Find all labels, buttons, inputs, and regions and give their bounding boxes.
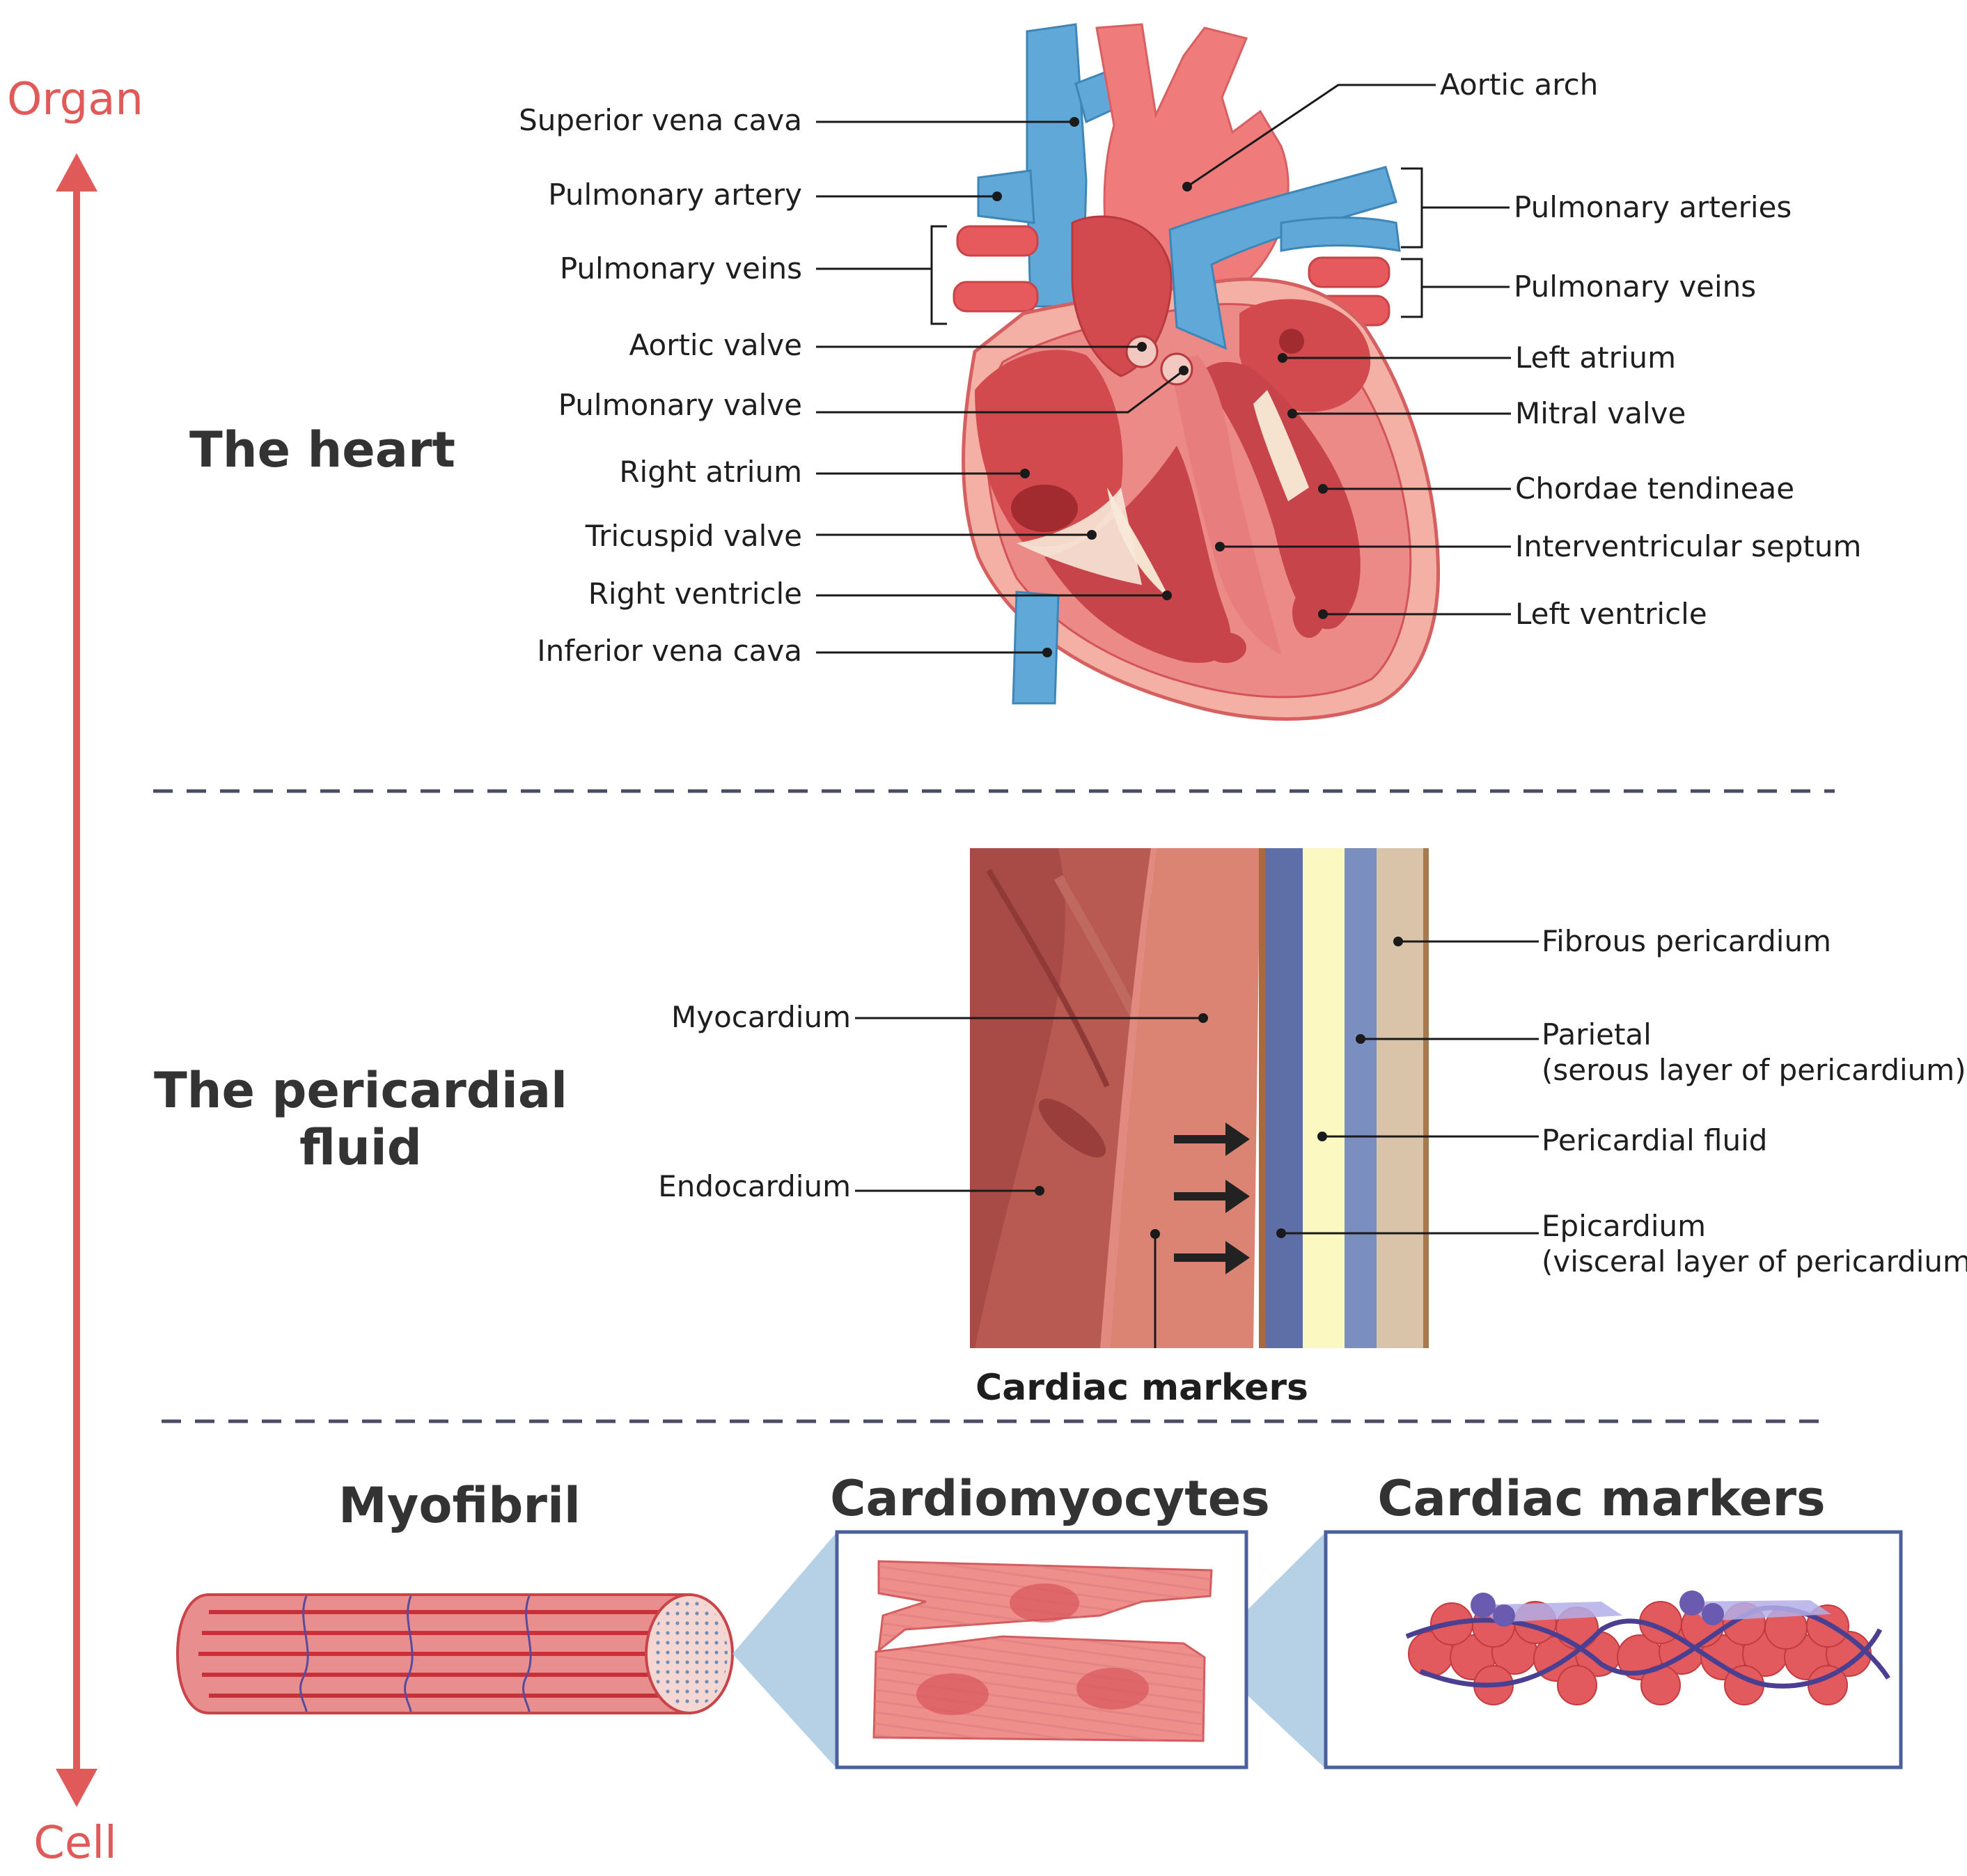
label-myocardium: Myocardium: [671, 1000, 851, 1034]
zoom-cone-1: [732, 1532, 837, 1769]
pericardium-labels: Myocardium Endocardium Fibrous pericardi…: [658, 924, 1967, 1409]
heart-leaders-left: [816, 117, 1189, 657]
scale-arrow-up: [56, 153, 97, 191]
myofibril-illustration: [175, 1593, 734, 1714]
heart-labels-right: Aortic arch Pulmonary arteries Pulmonary…: [1440, 68, 1861, 631]
heart-leaders-right: [1182, 84, 1511, 619]
myofibril-title: Myofibril: [338, 1477, 581, 1534]
label-inferior-vena-cava: Inferior vena cava: [537, 634, 802, 668]
label-chordae-tendineae: Chordae tendineae: [1515, 471, 1794, 506]
label-parietal: Parietal: [1542, 1017, 1652, 1052]
cardiac-markers-title: Cardiac markers: [1377, 1470, 1825, 1527]
label-pulmonary-artery: Pulmonary artery: [548, 178, 802, 212]
cardiomyocytes-title: Cardiomyocytes: [830, 1470, 1270, 1527]
label-pulmonary-valve: Pulmonary valve: [558, 388, 802, 422]
organ-label: Organ: [7, 74, 143, 125]
label-tricuspid-valve: Tricuspid valve: [585, 519, 802, 553]
label-right-ventricle: Right ventricle: [588, 577, 802, 611]
label-parietal-desc: (serous layer of pericardium): [1542, 1053, 1966, 1087]
organ-cell-scale: Organ Cell: [7, 74, 143, 1869]
heart-section-title: The heart: [189, 421, 455, 478]
label-aortic-valve: Aortic valve: [629, 328, 803, 362]
label-superior-vena-cava: Superior vena cava: [519, 103, 802, 137]
label-fibrous-pericardium: Fibrous pericardium: [1542, 924, 1831, 958]
pericardial-title-line2: fluid: [299, 1119, 422, 1176]
inflow-arrows: [1174, 1123, 1250, 1274]
scale-arrow-down: [56, 1769, 97, 1807]
label-mitral-valve: Mitral valve: [1515, 396, 1686, 430]
heart-illustration: [953, 23, 1441, 721]
heart-labels-left: Superior vena cava Pulmonary artery Pulm…: [519, 103, 802, 668]
label-endocardium: Endocardium: [658, 1169, 851, 1203]
pericardial-title-line1: The pericardial: [154, 1062, 567, 1119]
label-epicardium-desc: (visceral layer of pericardium): [1542, 1244, 1967, 1279]
label-left-atrium: Left atrium: [1515, 341, 1676, 375]
cardiac-markers-panel: [1324, 1530, 1903, 1769]
label-pericardial-fluid: Pericardial fluid: [1542, 1123, 1767, 1157]
cell-label: Cell: [33, 1818, 117, 1869]
label-right-atrium: Right atrium: [619, 455, 802, 489]
pericardium-cross-section: [970, 848, 1429, 1348]
zoom-cone-2: [1203, 1532, 1326, 1769]
label-pulmonary-arteries: Pulmonary arteries: [1514, 190, 1792, 224]
label-interventricular-septum: Interventricular septum: [1515, 529, 1861, 563]
label-pulmonary-veins-right: Pulmonary veins: [1514, 269, 1756, 304]
label-epicardium: Epicardium: [1542, 1209, 1706, 1243]
label-aortic-arch: Aortic arch: [1440, 68, 1598, 102]
cardiomyocytes-panel: [835, 1530, 1248, 1769]
pericardium-caption: Cardiac markers: [975, 1367, 1308, 1409]
pericardium-leaders: [855, 937, 1539, 1348]
label-left-ventricle: Left ventricle: [1515, 597, 1707, 631]
label-pulmonary-veins-left: Pulmonary veins: [560, 251, 802, 286]
